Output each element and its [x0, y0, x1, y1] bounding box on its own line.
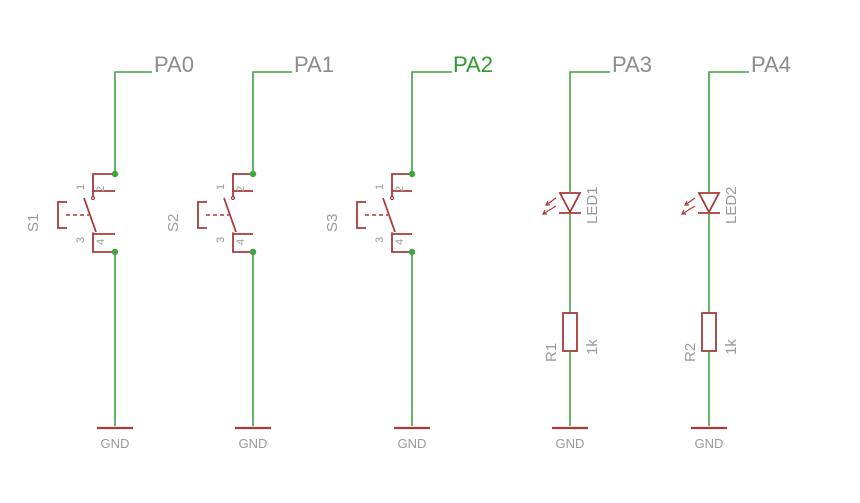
pin-number: 3 — [215, 237, 227, 243]
led2-branch-group[interactable]: PA4 LED2 R2 1k GND — [681, 52, 791, 451]
pin-number: 1 — [374, 184, 386, 190]
junction-dot — [249, 170, 257, 178]
pin-box-bottom — [232, 233, 253, 253]
led-emission-arrowhead — [545, 200, 550, 206]
switch-button — [356, 201, 366, 229]
led-emission-arrowhead — [542, 209, 547, 215]
led1-branch-group[interactable]: PA3 LED1 R1 1k GND — [542, 52, 652, 451]
junction-dot — [408, 170, 416, 178]
net-wire-pa0 — [114, 71, 152, 173]
pin-box-top — [92, 173, 115, 192]
switch-s1-group[interactable]: PA0 1 2 3 4 S1 GND — [25, 52, 194, 451]
switch-button — [197, 201, 207, 229]
pin-number: 4 — [394, 239, 406, 245]
resistor-body — [562, 312, 578, 352]
led-emission-arrowhead — [684, 200, 689, 206]
gnd-label: GND — [398, 436, 427, 451]
net-wire-pa1 — [252, 71, 292, 173]
resistor-ref-r2: R2 — [682, 343, 699, 362]
pin-box-top — [232, 173, 253, 192]
pin-number: 3 — [75, 237, 87, 243]
switch-pivot — [389, 195, 395, 201]
switch-ref-s1: S1 — [25, 214, 42, 232]
resistor-value-r2: 1k — [723, 339, 740, 355]
net-label-pa0: PA0 — [154, 52, 194, 77]
switch-s3-group[interactable]: PA2 1 2 3 4 S3 GND — [324, 52, 493, 451]
pin-number: 2 — [394, 186, 406, 192]
resistor-body — [701, 312, 717, 352]
pin-number: 4 — [235, 239, 247, 245]
switch-ref-s2: S2 — [165, 214, 182, 232]
led-emission-arrowhead — [681, 209, 686, 215]
resistor-value-r1: 1k — [584, 339, 601, 355]
switch-pivot — [90, 195, 96, 201]
net-label-pa1: PA1 — [294, 52, 334, 77]
led-diode-icon — [697, 192, 721, 214]
switch-s2-group[interactable]: PA1 1 2 3 4 S2 GND — [165, 52, 334, 451]
pin-box-top — [391, 173, 412, 192]
gnd-label: GND — [101, 436, 130, 451]
led-ref-led2: LED2 — [723, 186, 740, 224]
pin-number: 3 — [374, 237, 386, 243]
gnd-label: GND — [239, 436, 268, 451]
net-wire-pa3 — [569, 71, 610, 192]
net-wire-pa4 — [708, 71, 749, 192]
net-label-pa3: PA3 — [612, 52, 652, 77]
led-diode-icon — [558, 192, 582, 214]
led-emission-arrow — [545, 197, 557, 206]
pin-box-bottom — [391, 233, 412, 253]
junction-dot — [111, 170, 119, 178]
switch-button — [57, 201, 67, 229]
gnd-label: GND — [556, 436, 585, 451]
pin-number: 2 — [95, 186, 107, 192]
pin-box-bottom — [92, 233, 115, 253]
pin-number: 1 — [215, 184, 227, 190]
switch-lever — [223, 197, 237, 233]
switch-lever — [83, 197, 97, 233]
net-label-pa2: PA2 — [453, 52, 493, 77]
net-wire-pa2 — [411, 71, 452, 173]
led-emission-arrow — [684, 197, 696, 206]
switch-pivot — [230, 195, 236, 201]
net-label-pa4: PA4 — [751, 52, 791, 77]
led-emission-arrow — [542, 205, 557, 215]
pin-number: 2 — [235, 186, 247, 192]
led-emission-arrow — [681, 205, 696, 215]
resistor-ref-r1: R1 — [543, 343, 560, 362]
pin-number: 4 — [95, 239, 107, 245]
pin-number: 1 — [75, 184, 87, 190]
gnd-label: GND — [695, 436, 724, 451]
switch-ref-s3: S3 — [324, 214, 341, 232]
led-ref-led1: LED1 — [584, 186, 601, 224]
switch-lever — [382, 197, 396, 233]
